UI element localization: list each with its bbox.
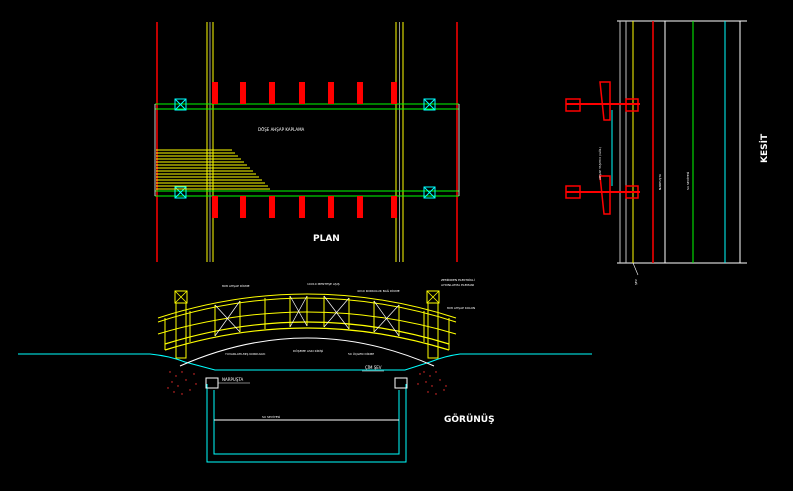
elev-bracing [214, 295, 400, 337]
elev-note: 4X10 KORKULUK BAĞ DİKME [357, 288, 400, 293]
elev-note: 50 ÜÇGEN DİKME [348, 351, 374, 356]
elev-note: 8X8 AHŞAP DİKME [222, 283, 250, 288]
section-beam-cap [565, 185, 581, 199]
elev-water-label: SU SEVİYESİ [262, 414, 280, 419]
plan-post-row-top [212, 82, 397, 104]
section-beam-cap [625, 98, 639, 112]
elev-cimsev-label: ÇİM ŞEV [365, 365, 382, 370]
section-view: AHŞAP TAŞIYICI (GÖL) NARPUŞTA SU SEVİYES… [565, 20, 770, 285]
elev-note: ZEMİNDEN ELEKTRİKLİ [441, 277, 475, 282]
elev-note: DÖŞEME ASKI KİRİŞİ [293, 348, 323, 353]
elev-channel-outer [206, 384, 407, 463]
section-label-1: AHŞAP TAŞIYICI (GÖL) [597, 147, 602, 180]
elev-lamp-column-right [426, 290, 440, 359]
elev-note: 8X8 AHŞAP KOLON [447, 306, 475, 310]
section-label-2: NARPUŞTA [658, 173, 662, 190]
plan-view: DÖŞE AHŞAP KAPLAMA PLAN [154, 22, 460, 262]
elev-abutment [394, 377, 408, 389]
elev-handrail-top [157, 293, 457, 319]
section-title: KESİT [759, 133, 770, 163]
section-label-4: ŞEV [634, 278, 638, 285]
elev-abutment [205, 377, 219, 389]
elev-ground-hatch [167, 371, 447, 395]
elev-balusters [164, 296, 450, 350]
elev-note: 10X10 MENTEŞE AŞIŞ [307, 282, 340, 286]
elev-narpusta-label: NARPUŞTA [222, 377, 244, 382]
elev-note: AYDINLATMA ELEMANI [441, 283, 474, 287]
section-brace [599, 81, 611, 121]
plan-post-row-bottom [212, 196, 397, 218]
elev-channel-inner [213, 390, 400, 455]
elevation-view: 8X8 AHŞAP DİKME 10X10 MENTEŞE AŞIŞ 4X10 … [18, 277, 592, 463]
elev-ground [18, 353, 592, 371]
elev-note: YUVARLATILMIŞ KORKULUK [225, 352, 266, 356]
section-beam-cap [565, 98, 581, 112]
section-brace [599, 175, 611, 215]
section-beam-cap [625, 185, 639, 199]
section-leader [632, 262, 639, 276]
elev-arch [179, 337, 435, 367]
plan-deck-hatch [156, 149, 270, 190]
plan-title: PLAN [313, 234, 340, 244]
elev-title: GÖRÜNÜŞ [444, 414, 495, 425]
elev-lamp-column-left [174, 290, 188, 359]
elev-deck-bottom [164, 327, 450, 351]
section-label-3: SU SEVİYESİ [685, 172, 690, 190]
plan-deck-label: DÖŞE AHŞAP KAPLAMA [258, 127, 305, 132]
